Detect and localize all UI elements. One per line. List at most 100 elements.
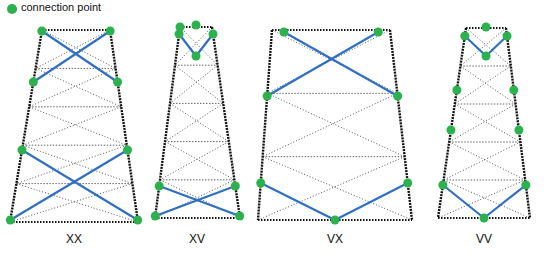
connection-line: [159, 186, 240, 216]
brace-member: [23, 145, 133, 183]
cross-arm: [23, 145, 127, 146]
brace-member: [36, 68, 122, 106]
cross-arm: [29, 106, 121, 107]
connection-point: [452, 86, 461, 95]
connection-point: [29, 78, 38, 87]
connection-point: [192, 52, 201, 61]
connection-line: [42, 31, 118, 82]
legend-swatch: [7, 4, 17, 14]
tower-type-label: VV: [476, 232, 492, 246]
brace-member: [444, 180, 530, 218]
connection-line: [261, 183, 335, 220]
tower-type-label: XX: [66, 232, 82, 246]
connection-point: [482, 52, 491, 61]
connection-point: [6, 216, 15, 225]
brace-member: [165, 103, 223, 141]
connection-point: [460, 32, 469, 41]
connection-point: [133, 216, 142, 225]
tower-leg: [438, 28, 466, 218]
cross-arm: [10, 221, 138, 223]
tower-type-label: VX: [327, 232, 343, 246]
cross-arm: [165, 141, 229, 142]
cross-arm: [263, 156, 405, 157]
connection-point: [176, 23, 185, 32]
brace-member: [170, 65, 218, 103]
cross-arm: [444, 180, 526, 181]
cross-arm: [16, 183, 132, 184]
brace-member: [29, 68, 115, 106]
connection-point: [331, 216, 340, 225]
brace-member: [10, 184, 132, 222]
connection-point: [192, 21, 201, 30]
connection-point: [263, 92, 272, 101]
connection-point: [514, 126, 523, 135]
brace-member: [460, 66, 515, 104]
legend-label: connection point: [21, 1, 101, 13]
connection-point: [279, 28, 288, 37]
connection-point: [482, 23, 491, 32]
brace-member: [160, 142, 229, 180]
connection-line: [443, 185, 484, 218]
connection-point: [106, 27, 115, 36]
connection-point: [123, 146, 132, 155]
brace-member: [466, 28, 511, 66]
cross-arm: [455, 104, 516, 105]
brace-member: [449, 104, 515, 142]
brace-member: [455, 104, 521, 142]
brace-member: [263, 93, 398, 156]
tower-frame: [10, 30, 138, 222]
connection-point: [509, 86, 518, 95]
brace-member: [460, 28, 506, 66]
brace-member: [36, 30, 110, 68]
brace-member: [29, 107, 127, 145]
brace-member: [175, 65, 223, 103]
brace-member: [444, 142, 521, 180]
connection-point: [235, 212, 244, 221]
connection-point: [37, 27, 46, 36]
cross-arm: [36, 68, 116, 69]
cross-arm: [460, 66, 510, 67]
tower-frame: [258, 30, 412, 220]
connection-line: [22, 150, 138, 220]
connection-point: [480, 214, 489, 223]
brace-member: [165, 142, 234, 180]
tower-leg: [506, 28, 530, 218]
connection-point: [438, 181, 447, 190]
connection-point: [393, 92, 402, 101]
tower-leg: [10, 30, 42, 222]
brace-member: [170, 103, 229, 141]
brace-member: [449, 142, 525, 180]
tower-type-label: XV: [189, 232, 205, 246]
connection-line: [284, 32, 398, 96]
tower-frame: [438, 28, 530, 218]
cross-arm: [267, 93, 397, 94]
brace-member: [258, 157, 405, 220]
cross-arm: [155, 217, 240, 219]
cross-arm: [449, 142, 520, 143]
brace-member: [16, 145, 126, 183]
cross-arm: [170, 103, 223, 104]
brace-member: [438, 180, 525, 218]
cross-arm: [175, 65, 218, 66]
tower-leg: [110, 30, 138, 222]
connection-point: [231, 182, 240, 191]
brace-member: [175, 27, 212, 65]
connection-point: [256, 179, 265, 188]
connection-point: [155, 182, 164, 191]
connection-point: [503, 32, 512, 41]
brace-member: [23, 107, 121, 145]
connection-point: [18, 146, 27, 155]
connection-line: [484, 185, 526, 218]
tower-leg: [258, 30, 272, 220]
brace-member: [263, 157, 412, 220]
connection-line: [10, 150, 127, 220]
tower-frame: [155, 27, 240, 218]
cross-arm: [160, 179, 234, 180]
connection-point: [446, 126, 455, 135]
connection-line: [155, 186, 235, 216]
connection-point: [113, 78, 122, 87]
connection-point: [151, 212, 160, 221]
connection-line: [33, 31, 110, 82]
connection-line: [267, 32, 378, 96]
